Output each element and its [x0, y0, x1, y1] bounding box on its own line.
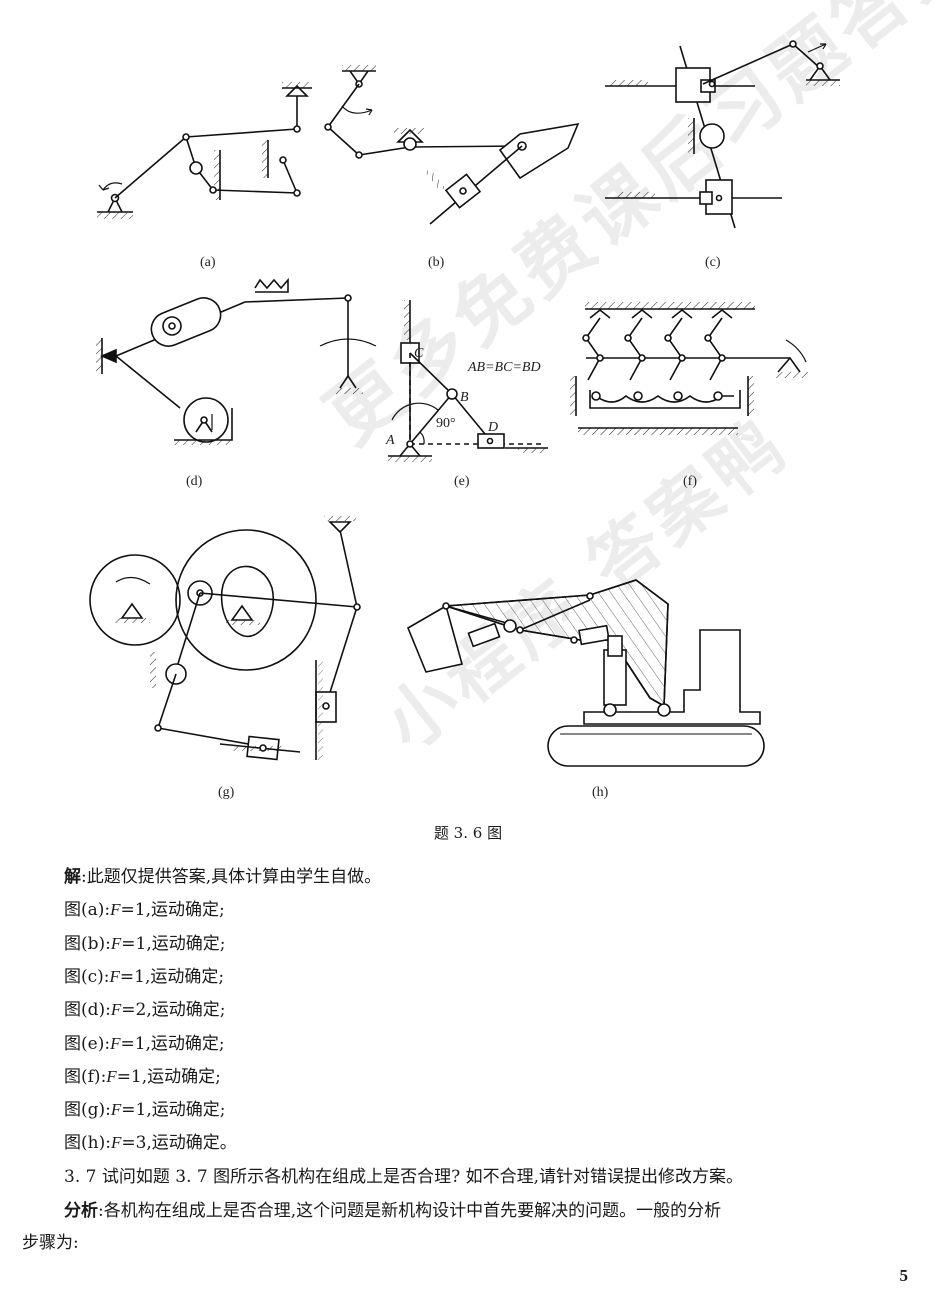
analysis-line-2: 步骤为: [22, 1233, 79, 1253]
analysis-line-1: 分析:各机构在组成上是否合理,这个问题是新机构设计中首先要解决的问题。一般的分析 [64, 1201, 722, 1221]
solution-label: 解 [64, 867, 81, 887]
label-f: (f) [683, 474, 697, 489]
figure-d [96, 277, 377, 445]
answer-line-h: 图(h):F=3,运动确定。 [64, 1133, 237, 1153]
question-3-7: 3. 7 试问如题 3. 7 图所示各机构在组成上是否合理? 如不合理,请针对错… [64, 1167, 744, 1187]
figure-a [97, 82, 312, 219]
answer-line-g: 图(g):F=1,运动确定; [64, 1100, 226, 1120]
figure-b [324, 65, 580, 225]
fig-e-angle: 90° [436, 416, 456, 431]
figure-g [89, 516, 361, 761]
fig-e-point-b: B [460, 390, 469, 405]
answer-line-f: 图(f):F=1,运动确定; [64, 1067, 221, 1087]
figure-e [388, 300, 548, 462]
answer-line-c: 图(c):F=1,运动确定; [64, 967, 225, 987]
label-a: (a) [200, 255, 216, 270]
figure-f [570, 302, 808, 435]
analysis-label: 分析 [64, 1201, 98, 1221]
answer-line-a: 图(a):F=1,运动确定; [64, 900, 225, 920]
mechanism-figures: C B A D 90° AB=BC=BD [89, 40, 840, 800]
label-g: (g) [218, 785, 235, 800]
figure-c [605, 40, 840, 229]
figure-h [406, 579, 765, 767]
solution-intro: 解:此题仅提供答案,具体计算由学生自做。 [64, 866, 381, 888]
figure-caption: 题 3. 6 图 [433, 824, 503, 842]
label-c: (c) [705, 255, 721, 270]
label-h: (h) [592, 785, 609, 800]
fig-e-point-d: D [487, 420, 498, 435]
fig-e-point-a: A [385, 433, 395, 448]
solution-intro-text: :此题仅提供答案,具体计算由学生自做。 [81, 867, 382, 887]
answer-line-d: 图(d):F=2,运动确定; [64, 1000, 226, 1020]
label-b: (b) [428, 255, 445, 270]
answer-line-e: 图(e):F=1,运动确定; [64, 1034, 225, 1054]
fig-e-relation: AB=BC=BD [467, 360, 541, 375]
answer-line-b: 图(b):F=1,运动确定; [64, 934, 226, 954]
label-d: (d) [186, 474, 203, 489]
page-number: 5 [899, 1266, 909, 1285]
fig-e-point-c: C [414, 346, 424, 361]
label-e: (e) [454, 474, 470, 489]
